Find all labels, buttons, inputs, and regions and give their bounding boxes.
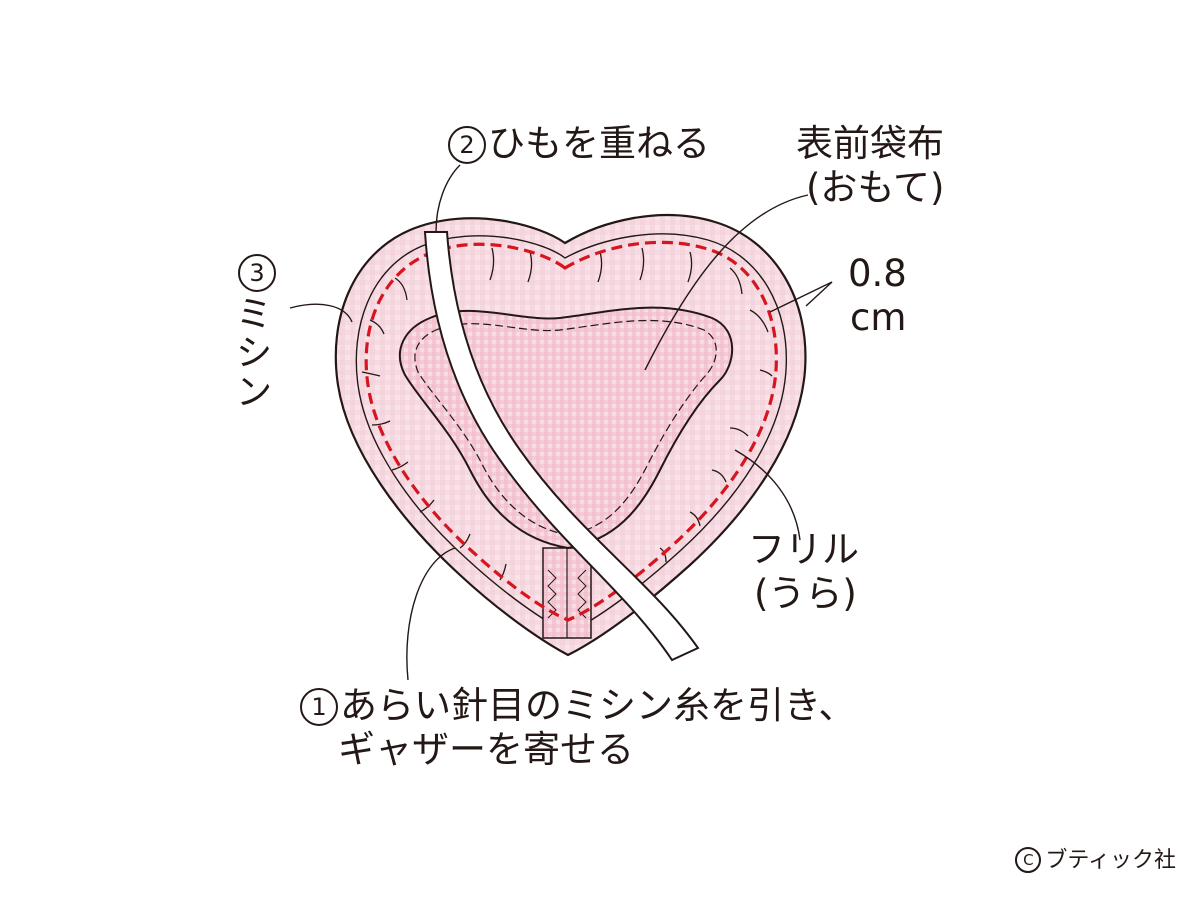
label-margin-unit: cm: [850, 296, 907, 339]
gather-marks: [361, 247, 773, 581]
bottom-tab: [542, 547, 592, 639]
step2-text: ひもを重ねる: [488, 122, 710, 165]
label-outer-bag-line2: (おもて): [806, 166, 945, 209]
copyright-icon: C: [1015, 847, 1042, 873]
step3-text: ミシン: [229, 294, 272, 411]
label-outer-bag-line1: 表前袋布: [796, 122, 944, 165]
step3-number: 3: [238, 254, 276, 292]
label-frill-line1: フリル: [748, 528, 859, 571]
outer-bag-stitch: [414, 319, 717, 536]
step2-number: 2: [448, 126, 486, 164]
sewing-stitch-line[interactable]: [364, 240, 778, 622]
leader-lines: [289, 164, 833, 681]
cord[interactable]: [423, 231, 700, 662]
label-frill-line2: (うら): [754, 572, 857, 615]
label-margin-value: 0.8: [848, 252, 907, 295]
step1-number: 1: [300, 688, 338, 726]
outer-bag-fabric: [399, 306, 734, 550]
label-step1-line2: ギャザーを寄せる: [338, 728, 634, 771]
step1-text-line1: あらい針目のミシン糸を引き、: [340, 684, 856, 727]
publisher-name: ブティック社: [1045, 848, 1176, 873]
